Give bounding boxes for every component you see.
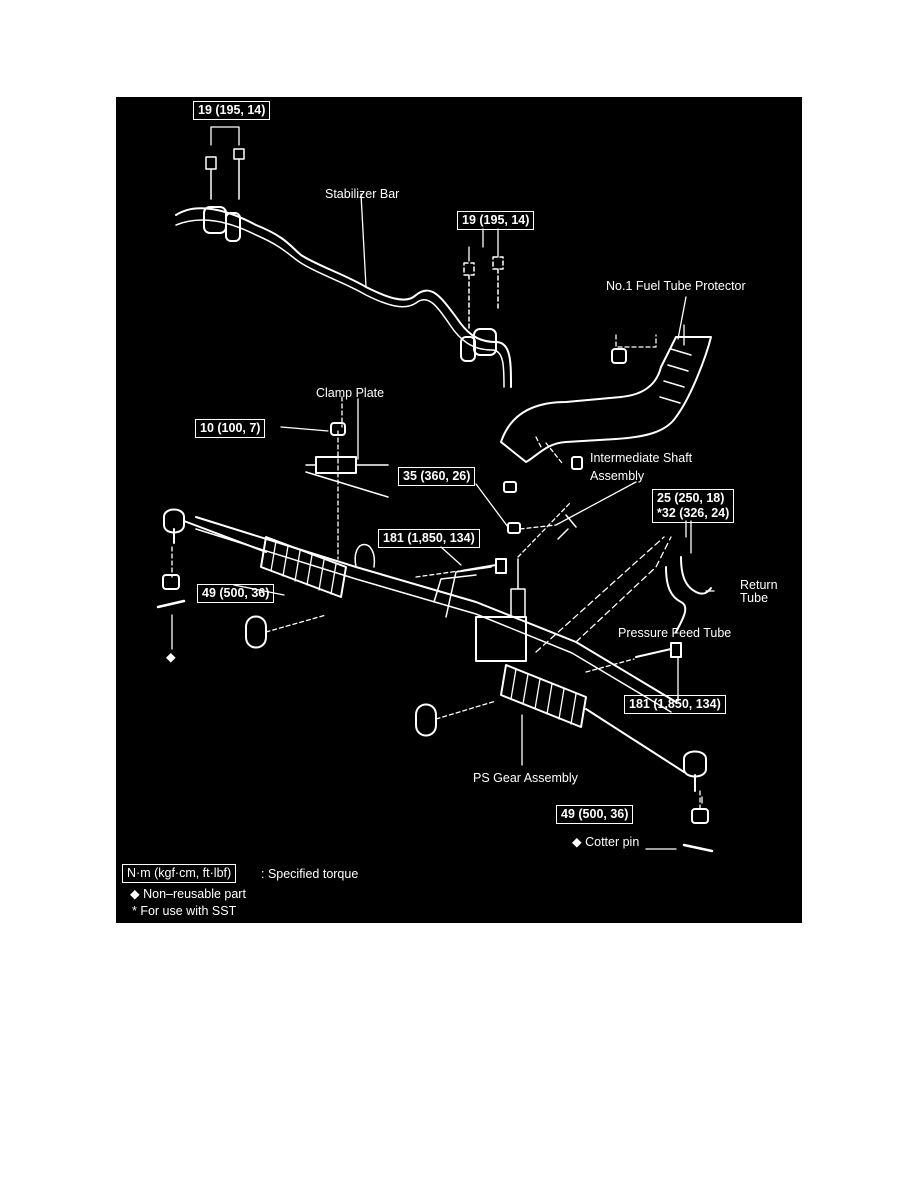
tie-rod-end-left: [163, 508, 267, 553]
pressure-feed-tube-shape: [665, 566, 687, 633]
torque-shaft-bolt: 35 (360, 26): [398, 467, 476, 486]
torque-mount-bolt-lower: 181 (1,850, 134): [624, 695, 726, 714]
fuel-tube-protector-shape: [500, 336, 712, 463]
return-tube-label-line2: Tube: [740, 591, 769, 605]
boot-right: [500, 664, 587, 728]
legend-sst: * For use with SST: [132, 904, 237, 918]
clamp-plate-shape: [315, 456, 357, 474]
cotter-pin-label: ◆ Cotter pin: [572, 835, 640, 849]
diagram-panel: Stabilizer Bar No.1 Fuel Tube Protector …: [116, 97, 802, 923]
torque-line-fitting-2: *32 (326, 24): [657, 506, 730, 520]
steering-gear-drawing: [156, 126, 715, 853]
fuel-tube-protector-label: No.1 Fuel Tube Protector: [606, 279, 746, 293]
boot-left: [260, 536, 347, 598]
mount-bolt-lower: [635, 642, 682, 658]
legend-unit-desc: : Specified torque: [261, 867, 359, 881]
clamp-plate-label: Clamp Plate: [316, 386, 385, 400]
legend-non-reusable: ◆ Non–reusable part: [130, 887, 246, 901]
torque-tie-rod-left: 49 (500, 36): [197, 584, 275, 603]
torque-line-fittings: 25 (250, 18) *32 (326, 24): [652, 489, 735, 523]
torque-tie-rod-right: 49 (500, 36): [556, 805, 634, 824]
torque-line-fitting-1: 25 (250, 18): [657, 491, 725, 505]
valve-housing: [475, 616, 527, 662]
stabilizer-bar-shape: [175, 207, 512, 388]
intermediate-shaft-label-line2: Assembly: [590, 469, 645, 483]
intermediate-shaft-label-line1: Intermediate Shaft: [590, 451, 693, 465]
return-tube-shape: [680, 556, 712, 595]
tie-rod-end-right: [683, 750, 707, 792]
return-tube-label-line1: Return: [740, 578, 778, 592]
torque-stabilizer-left: 19 (195, 14): [193, 101, 271, 120]
pressure-feed-tube-label: Pressure Feed Tube: [618, 626, 732, 640]
ps-gear-assembly-label: PS Gear Assembly: [473, 771, 578, 785]
torque-stabilizer-right: 19 (195, 14): [457, 211, 535, 230]
non-reusable-marker: ◆: [166, 650, 176, 664]
mount-bolt-upper: [460, 558, 507, 574]
torque-mount-bolt-upper: 181 (1,850, 134): [378, 529, 480, 548]
torque-clamp-nut: 10 (100, 7): [195, 419, 266, 438]
legend-unit-box: N·m (kgf·cm, ft·lbf): [122, 864, 237, 883]
stabilizer-bar-label: Stabilizer Bar: [325, 187, 400, 201]
mount-bushing-right: [415, 703, 437, 737]
mount-bushing-left: [245, 615, 267, 649]
